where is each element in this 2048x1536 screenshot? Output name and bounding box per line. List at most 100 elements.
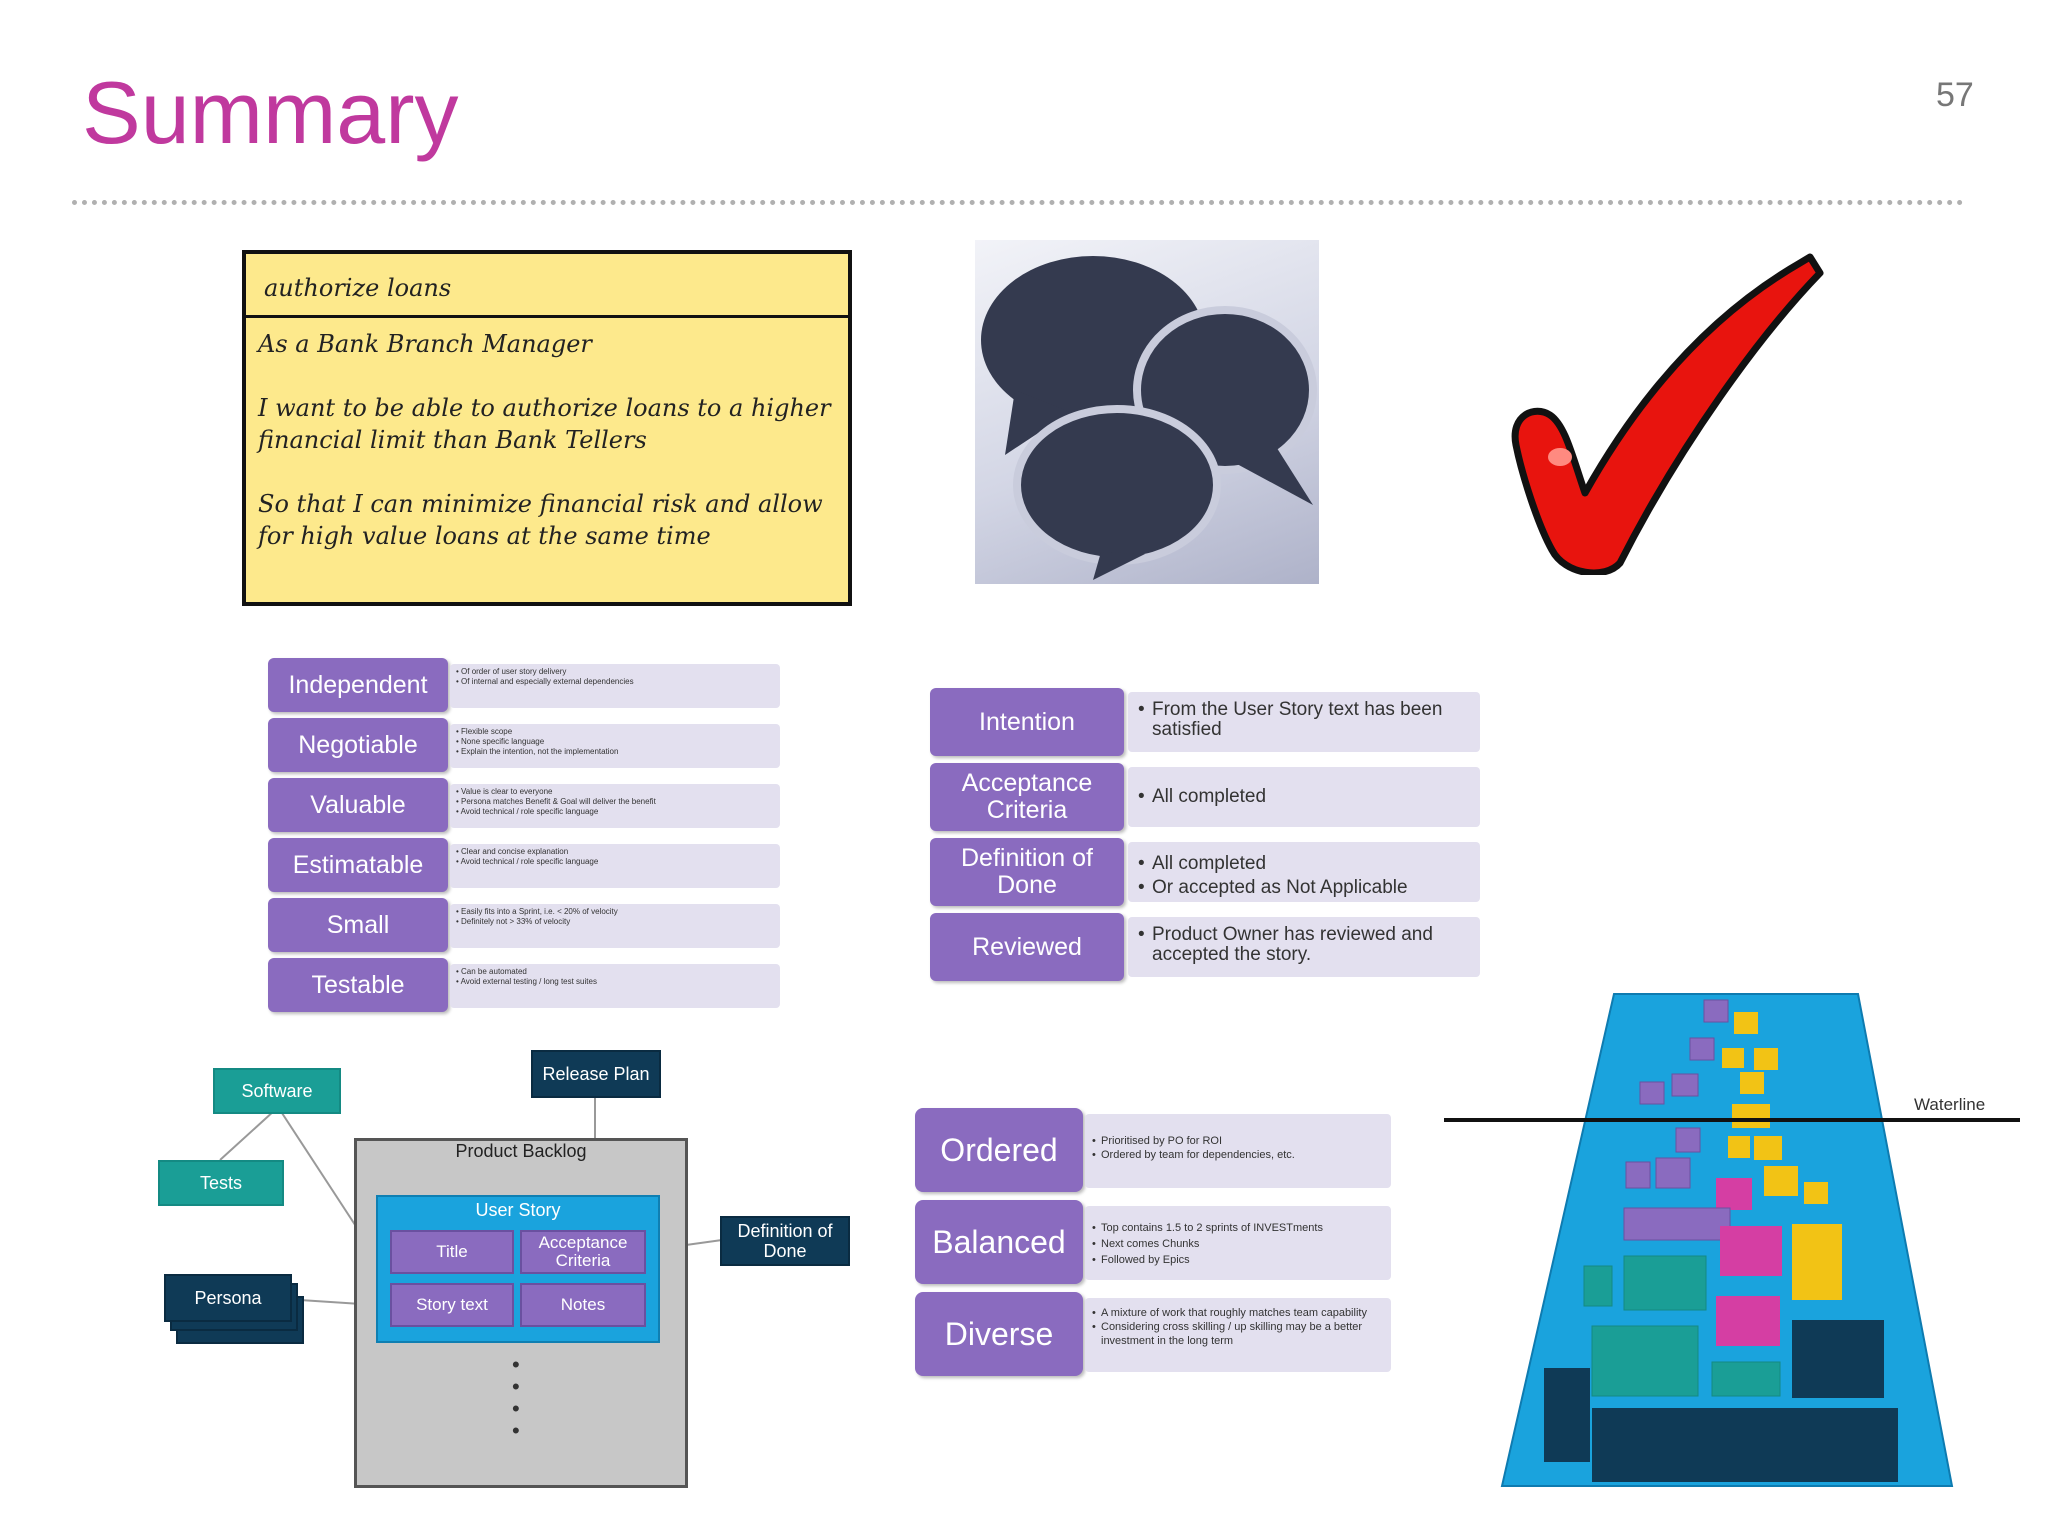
deep-label: Ordered — [915, 1108, 1083, 1192]
done-label: Acceptance Criteria — [930, 763, 1124, 831]
note: • Flexible scope — [456, 727, 513, 736]
block — [1655, 1157, 1691, 1189]
done-row-reviewed: Reviewed Product Owner has reviewed and … — [930, 913, 1480, 981]
invest-row-estimatable: Estimatable • Clear and concise explanat… — [268, 838, 782, 892]
note: A mixture of work that roughly matches t… — [1092, 1306, 1385, 1320]
block — [1720, 1226, 1782, 1276]
done-row-definition-of-done: Definition of Done All completed Or acce… — [930, 838, 1480, 906]
block — [1792, 1320, 1884, 1398]
block — [1703, 999, 1729, 1023]
definition-of-done-box: Definition of Done — [720, 1216, 850, 1266]
block — [1591, 1325, 1699, 1397]
ellipsis-dot: • — [512, 1396, 520, 1421]
title-divider — [72, 200, 1964, 205]
note: Next comes Chunks — [1092, 1236, 1385, 1252]
product-backlog-label: Product Backlog — [455, 1141, 587, 1161]
user-story-label: User Story — [475, 1200, 561, 1220]
note: Prioritised by PO for ROI — [1092, 1134, 1385, 1148]
check-mark-icon — [1510, 245, 1830, 577]
deep-label: Balanced — [915, 1200, 1083, 1284]
block — [1734, 1012, 1758, 1034]
notes-cell: Notes — [520, 1283, 646, 1327]
deep-row-ordered: Ordered Prioritised by PO for ROI Ordere… — [915, 1108, 1391, 1192]
block — [1623, 1207, 1731, 1241]
block — [1592, 1408, 1898, 1482]
note: • Can be automated — [456, 967, 527, 976]
note: All completed — [1138, 852, 1470, 876]
done-label: Definition of Done — [930, 838, 1124, 906]
block — [1764, 1166, 1798, 1196]
done-row-intention: Intention From the User Story text has b… — [930, 688, 1480, 756]
deep-row-balanced: Balanced Top contains 1.5 to 2 sprints o… — [915, 1200, 1391, 1284]
block — [1675, 1127, 1701, 1153]
story-card: authorize loans As a Bank Branch Manager… — [242, 250, 852, 606]
block — [1754, 1048, 1778, 1070]
note: • Clear and concise explanation — [456, 847, 569, 856]
note: Ordered by team for dependencies, etc. — [1092, 1148, 1385, 1162]
note: • None specific language — [456, 737, 545, 746]
block — [1544, 1368, 1590, 1462]
block — [1792, 1224, 1842, 1300]
story-card-body: As a Bank Branch Manager I want to be ab… — [246, 318, 848, 594]
done-label: Intention — [930, 688, 1124, 756]
note: • Avoid external testing / long test sui… — [456, 977, 597, 986]
story-card-benefit: So that I can minimize financial risk an… — [258, 490, 823, 550]
note: • Avoid technical / role specific langua… — [456, 807, 599, 816]
note: • Of internal and especially external de… — [456, 677, 634, 686]
invest-label: Valuable — [268, 778, 448, 832]
deep-label: Diverse — [915, 1292, 1083, 1376]
invest-notes: • Of order of user story delivery • Of i… — [450, 664, 780, 708]
backlog-pyramid — [1444, 993, 2020, 1487]
note: • Avoid technical / role specific langua… — [456, 857, 599, 866]
done-notes: From the User Story text has been satisf… — [1128, 692, 1480, 752]
note: • Easily fits into a Sprint, i.e. < 20% … — [456, 907, 618, 916]
block — [1754, 1136, 1782, 1160]
deep-notes: Top contains 1.5 to 2 sprints of INVESTm… — [1085, 1206, 1391, 1280]
waterline-label: Waterline — [1914, 1095, 1986, 1114]
note: • Explain the intention, not the impleme… — [456, 747, 619, 756]
block — [1804, 1182, 1828, 1204]
block — [1740, 1072, 1764, 1094]
done-row-acceptance-criteria: Acceptance Criteria All completed — [930, 763, 1480, 831]
deep-row-diverse: Diverse A mixture of work that roughly m… — [915, 1292, 1391, 1376]
software-box: Software — [213, 1068, 341, 1114]
block — [1732, 1104, 1770, 1128]
persona-box: Persona — [164, 1274, 292, 1322]
tests-box: Tests — [158, 1160, 284, 1206]
slide-number: 57 — [1936, 76, 1974, 114]
note: • Of order of user story delivery — [456, 667, 567, 676]
story-card-want: I want to be able to authorize loans to … — [258, 394, 831, 454]
story-text-cell: Story text — [390, 1283, 514, 1327]
invest-notes: • Clear and concise explanation • Avoid … — [450, 844, 780, 888]
invest-label: Negotiable — [268, 718, 448, 772]
note: Top contains 1.5 to 2 sprints of INVESTm… — [1092, 1220, 1385, 1236]
block — [1639, 1081, 1665, 1105]
deep-notes: Prioritised by PO for ROI Ordered by tea… — [1085, 1114, 1391, 1188]
story-card-role: As a Bank Branch Manager — [258, 330, 592, 358]
invest-label: Estimatable — [268, 838, 448, 892]
note: From the User Story text has been satisf… — [1138, 700, 1470, 740]
story-card-title: authorize loans — [246, 254, 848, 318]
slide-title: Summary — [82, 63, 459, 162]
done-notes: All completed Or accepted as Not Applica… — [1128, 842, 1480, 902]
note: • Definitely not > 33% of velocity — [456, 917, 571, 926]
note: Followed by Epics — [1092, 1252, 1385, 1268]
block — [1689, 1037, 1715, 1061]
block — [1716, 1178, 1752, 1210]
invest-label: Independent — [268, 658, 448, 712]
done-notes: Product Owner has reviewed and accepted … — [1128, 917, 1480, 977]
block — [1625, 1161, 1651, 1189]
block — [1583, 1265, 1613, 1307]
ellipsis-dot: • — [512, 1352, 520, 1377]
invest-row-independent: Independent • Of order of user story del… — [268, 658, 782, 712]
title-cell: Title — [390, 1230, 514, 1274]
ellipsis-dot: • — [512, 1418, 520, 1443]
invest-row-small: Small • Easily fits into a Sprint, i.e. … — [268, 898, 782, 952]
speech-bubbles-icon — [975, 240, 1319, 584]
done-notes: All completed — [1128, 767, 1480, 827]
block — [1623, 1255, 1707, 1311]
note: Or accepted as Not Applicable — [1138, 876, 1470, 900]
note: Product Owner has reviewed and accepted … — [1138, 925, 1470, 965]
note: • Value is clear to everyone — [456, 787, 553, 796]
acceptance-criteria-cell: Acceptance Criteria — [520, 1230, 646, 1274]
